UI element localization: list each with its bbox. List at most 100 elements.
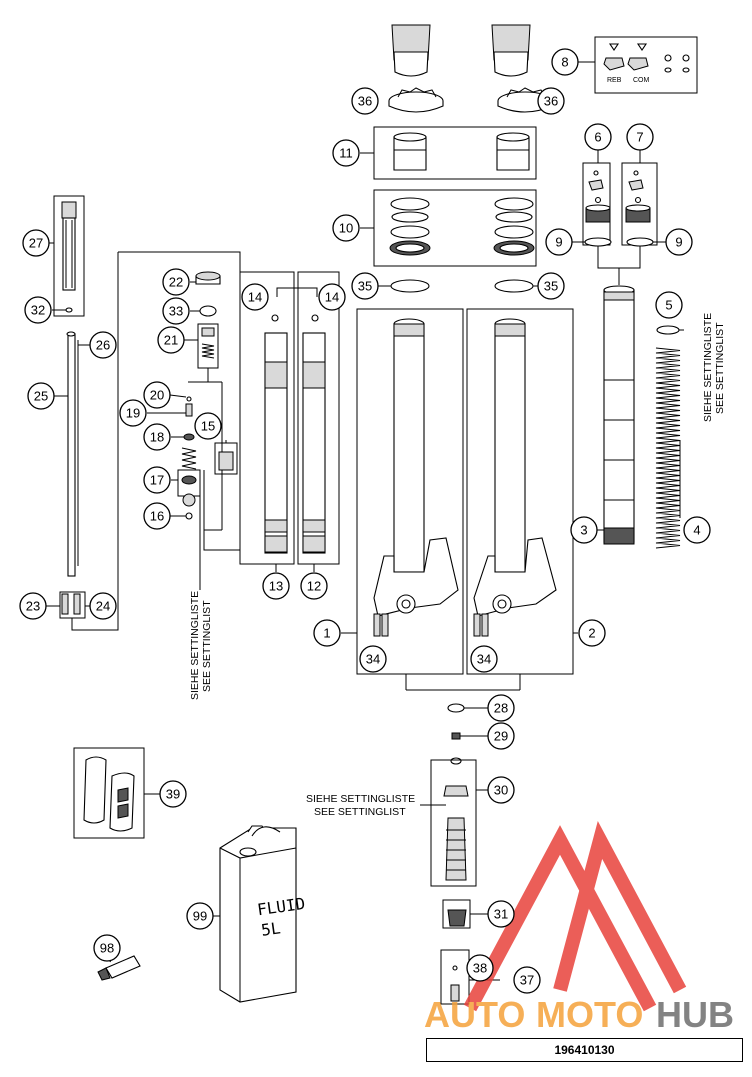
svg-text:19: 19: [126, 406, 140, 421]
callout-39[interactable]: 39: [159, 780, 187, 808]
callout-25[interactable]: 25: [27, 382, 55, 410]
lower-valve-assembly: [420, 703, 500, 1005]
watermark-hub: HUB: [656, 994, 734, 1035]
watermark-moto: MOTO: [536, 994, 643, 1035]
callout-34-right[interactable]: 34: [470, 645, 498, 673]
callout-4[interactable]: 4: [683, 516, 711, 544]
callout-15[interactable]: 15: [194, 412, 222, 440]
callout-36-left[interactable]: 36: [351, 87, 379, 115]
setting-note-de-right: SIEHE SETTINGLISTE: [702, 313, 714, 422]
callout-27[interactable]: 27: [22, 229, 50, 257]
svg-text:1: 1: [323, 626, 330, 641]
callout-24[interactable]: 24: [89, 592, 117, 620]
callout-16[interactable]: 16: [143, 502, 171, 530]
callout-29[interactable]: 29: [487, 722, 515, 750]
callout-7[interactable]: 7: [626, 123, 654, 151]
svg-text:10: 10: [339, 221, 353, 236]
callout-18[interactable]: 18: [143, 423, 171, 451]
svg-text:20: 20: [150, 388, 164, 403]
svg-text:34: 34: [477, 652, 491, 667]
svg-text:4: 4: [693, 523, 700, 538]
svg-text:23: 23: [26, 599, 40, 614]
callout-36-right[interactable]: 36: [537, 87, 565, 115]
svg-text:98: 98: [100, 941, 114, 956]
svg-text:35: 35: [358, 279, 372, 294]
setting-note-de-lower: SIEHE SETTINGLISTE: [306, 793, 415, 805]
callout-14-right[interactable]: 14: [318, 283, 346, 311]
setting-note-en-left: SEE SETTINGLIST: [201, 600, 213, 692]
callout-34-left[interactable]: 34: [359, 645, 387, 673]
svg-text:17: 17: [150, 473, 164, 488]
fork-top-caps: [391, 24, 531, 77]
svg-text:33: 33: [169, 304, 183, 319]
part-10-seals: [360, 189, 537, 267]
callout-5[interactable]: 5: [655, 291, 683, 319]
left-rod-assembly: [46, 195, 119, 631]
callout-8[interactable]: 8: [551, 48, 579, 76]
callout-10[interactable]: 10: [332, 214, 360, 242]
callout-13[interactable]: 13: [262, 572, 290, 600]
automotohub-watermark: AUTO MOTO HUB: [424, 821, 734, 1035]
svg-text:26: 26: [96, 338, 110, 353]
callout-3[interactable]: 3: [570, 516, 598, 544]
damper-assembly-left: [118, 251, 241, 590]
callout-9-right[interactable]: 9: [665, 228, 693, 256]
callout-2[interactable]: 2: [578, 619, 606, 647]
svg-text:15: 15: [201, 419, 215, 434]
callout-26[interactable]: 26: [89, 331, 117, 359]
setting-note-de-left: SIEHE SETTINGLISTE: [189, 591, 201, 700]
callout-33[interactable]: 33: [162, 297, 190, 325]
part-12-13-14-inner-tubes: [239, 271, 340, 572]
svg-text:16: 16: [150, 509, 164, 524]
callout-30[interactable]: 30: [487, 776, 515, 804]
diagram-number: 196410130: [426, 1038, 743, 1062]
can-label-volume: 5L: [260, 918, 282, 939]
callout-98[interactable]: 98: [93, 934, 121, 962]
callout-6[interactable]: 6: [584, 123, 612, 151]
callout-35-right[interactable]: 35: [537, 272, 565, 300]
svg-text:39: 39: [166, 787, 180, 802]
callout-17[interactable]: 17: [143, 466, 171, 494]
svg-text:8: 8: [561, 55, 568, 70]
callout-35-left[interactable]: 35: [351, 272, 379, 300]
part-36-clamps: [388, 87, 553, 113]
callout-12[interactable]: 12: [300, 572, 328, 600]
svg-text:27: 27: [29, 236, 43, 251]
fork-legs: [341, 308, 578, 691]
svg-text:28: 28: [494, 701, 508, 716]
callout-38[interactable]: 38: [466, 954, 494, 982]
callout-32[interactable]: 32: [24, 296, 52, 324]
svg-text:36: 36: [544, 94, 558, 109]
reb-label: REB: [607, 77, 622, 84]
svg-text:35: 35: [544, 279, 558, 294]
svg-text:31: 31: [494, 907, 508, 922]
svg-text:29: 29: [494, 729, 508, 744]
svg-text:37: 37: [520, 973, 534, 988]
svg-text:9: 9: [555, 235, 562, 250]
callout-22[interactable]: 22: [162, 268, 190, 296]
callout-23[interactable]: 23: [19, 592, 47, 620]
callout-20[interactable]: 20: [143, 381, 171, 409]
callout-37[interactable]: 37: [513, 966, 541, 994]
part-8-adjusters: REB COM: [578, 36, 698, 94]
callout-31[interactable]: 31: [487, 900, 515, 928]
callout-21[interactable]: 21: [157, 326, 185, 354]
callout-9-left[interactable]: 9: [545, 228, 573, 256]
svg-text:14: 14: [248, 290, 262, 305]
callout-99[interactable]: 99: [186, 902, 214, 930]
callout-1[interactable]: 1: [313, 619, 341, 647]
svg-text:99: 99: [193, 909, 207, 924]
part-6-7-caps: [572, 150, 666, 285]
svg-text:24: 24: [96, 599, 110, 614]
callout-14-left[interactable]: 14: [241, 283, 269, 311]
svg-text:36: 36: [358, 94, 372, 109]
svg-text:34: 34: [366, 652, 380, 667]
part-98-grease-tube: [97, 955, 141, 981]
part-35-rings: [378, 279, 538, 293]
svg-text:9: 9: [675, 235, 682, 250]
callout-19[interactable]: 19: [119, 399, 147, 427]
callout-11[interactable]: 11: [332, 139, 360, 167]
callout-28[interactable]: 28: [487, 694, 515, 722]
